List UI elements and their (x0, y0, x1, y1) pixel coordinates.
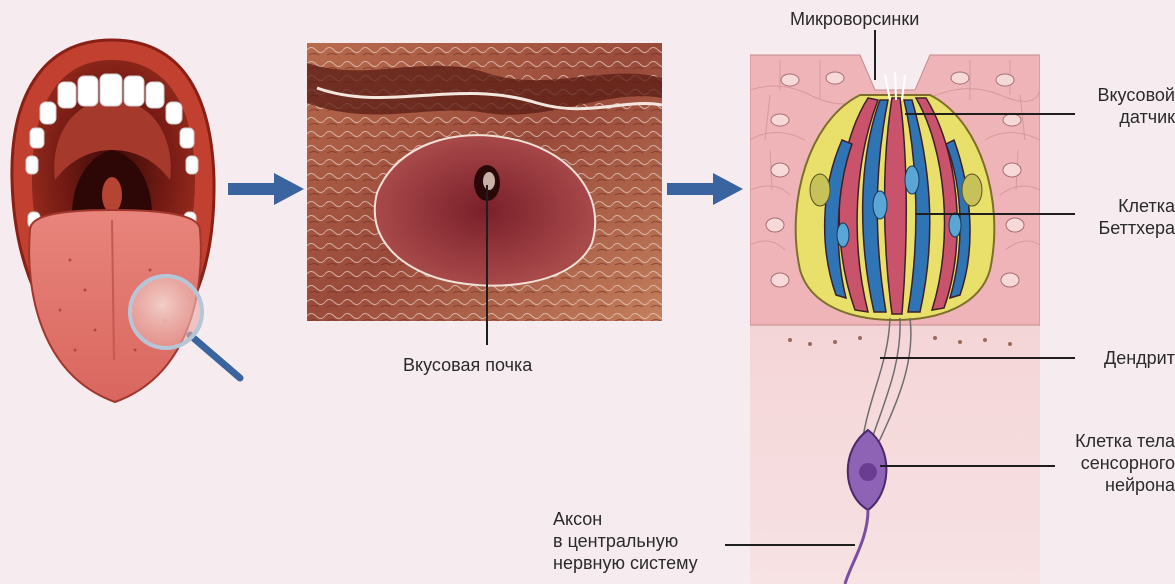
neuron-body-label-line3: нейрона (1030, 474, 1175, 496)
taste-receptor-label: Вкусовой датчик (1062, 84, 1175, 128)
bettcher-cell-label: Клетка Беттхера (1062, 195, 1175, 239)
taste-receptor-leader (905, 113, 1075, 115)
neuron-body-label-line2: сенсорного (1030, 452, 1175, 474)
neuron-body-label: Клетка тела сенсорного нейрона (1030, 430, 1175, 496)
taste-receptor-label-line2: датчик (1062, 106, 1175, 128)
microvilli-leader (874, 30, 876, 80)
bettcher-cell-label-line1: Клетка (1062, 195, 1175, 217)
axon-label: Аксон в центральную нервную систему (553, 508, 698, 574)
neuron-body-label-line1: Клетка тела (1030, 430, 1175, 452)
taste-receptor-label-line1: Вкусовой (1062, 84, 1175, 106)
axon-label-line2: в центральную (553, 530, 698, 552)
dendrite-label: Дендрит (1062, 347, 1175, 369)
bettcher-cell-leader (915, 213, 1075, 215)
dendrite-leader (880, 357, 1075, 359)
arrow-right-icon (228, 173, 304, 205)
axon-label-line1: Аксон (553, 508, 698, 530)
axon-leader (725, 544, 855, 546)
taste-bud-leader (486, 185, 488, 345)
taste-bud-micrograph (307, 43, 662, 321)
arrow-right-icon (667, 173, 743, 205)
neuron-body-leader (880, 465, 1055, 467)
axon-label-line3: нервную систему (553, 552, 698, 574)
microvilli-label: Микроворсинки (790, 8, 919, 30)
taste-bud-cross-section (750, 40, 1040, 584)
mouth-illustration (0, 30, 260, 410)
bettcher-cell-label-line2: Беттхера (1062, 217, 1175, 239)
taste-bud-label: Вкусовая почка (403, 354, 532, 376)
